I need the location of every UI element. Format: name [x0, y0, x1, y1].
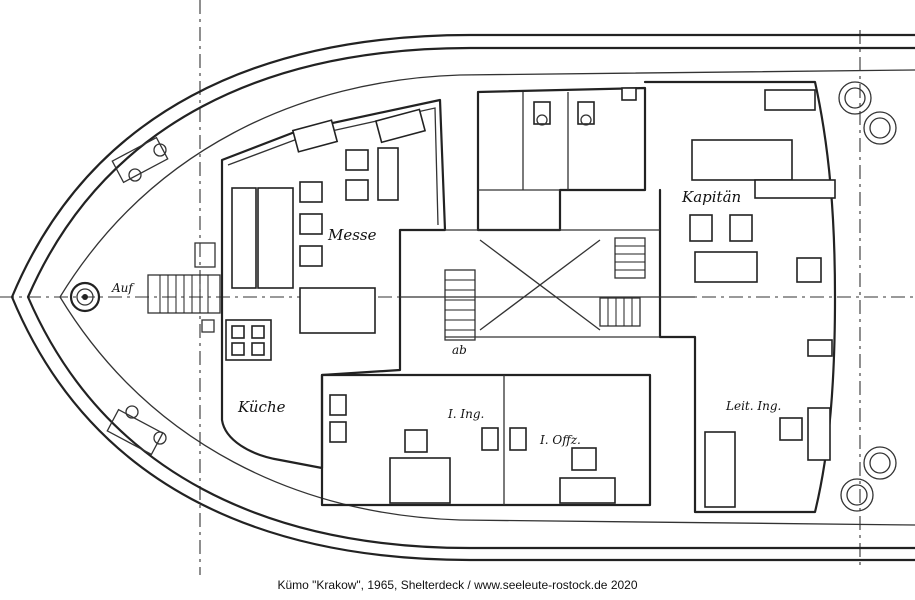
sanitary: [533, 87, 637, 126]
kapitaen-furniture: [689, 89, 836, 283]
cabin-furniture: [329, 339, 833, 508]
image-caption: Kümo "Krakow", 1965, Shelterdeck / www.s…: [277, 578, 638, 592]
capstan-icon: [69, 281, 101, 313]
label-messe: Messe: [327, 226, 377, 244]
label-ab: ab: [452, 343, 467, 357]
deck-plan: Messe Küche Kapitän I. Ing. I. Offz. Lei…: [0, 0, 915, 575]
label-kapitaen: Kapitän: [681, 188, 741, 206]
hull-outline: [10, 33, 915, 562]
label-ing1: I. Ing.: [447, 407, 484, 421]
kitchen-stove: [225, 319, 272, 361]
label-auf: Auf: [111, 281, 135, 295]
messe-furniture: [231, 108, 427, 334]
label-offz1: I. Offz.: [539, 433, 581, 447]
deck-fittings: [106, 81, 897, 512]
central-stairs: [444, 237, 646, 341]
label-kueche: Küche: [237, 398, 286, 416]
deckhouse-walls: [220, 80, 837, 514]
bow-stair: [147, 274, 221, 314]
label-leit-ing: Leit. Ing.: [725, 399, 781, 413]
